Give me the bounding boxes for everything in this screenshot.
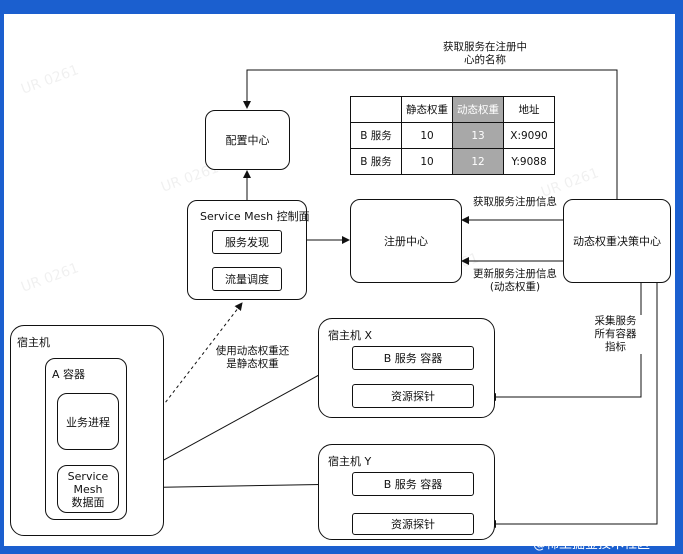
table-cell: 12 <box>452 148 504 175</box>
business-process-label: 业务进程 <box>66 415 110 429</box>
data-plane-label-line: Service <box>67 469 109 483</box>
edge-label-line: 更新服务注册信息 <box>473 268 557 280</box>
table-row: B 服务 10 13 X:9090 <box>350 122 555 149</box>
data-plane-node: Service Mesh 数据面 <box>57 465 119 513</box>
edge-label-line: 获取服务在注册中 <box>443 41 527 53</box>
edge-label-line: 所有容器 <box>594 328 637 340</box>
config-center-label: 配置中心 <box>225 134 270 147</box>
edge-label-line: 指标 <box>605 341 626 353</box>
table-header-cell: 地址 <box>503 96 555 123</box>
edge-label-line: 获取服务注册信息 <box>473 196 557 208</box>
table-header-cell <box>350 96 402 123</box>
data-plane-label-line: 数据面 <box>71 495 105 509</box>
table-cell: 10 <box>401 122 453 149</box>
edge-label-collect-metrics: 采集服务 所有容器 指标 <box>588 315 643 354</box>
edge-label-line: 采集服务 <box>594 315 637 327</box>
table-cell: 10 <box>401 148 453 175</box>
weight-table: 静态权重 动态权重 地址 B 服务 10 13 X:9090 B 服务 10 1… <box>350 96 555 175</box>
table-header-row: 静态权重 动态权重 地址 <box>350 96 555 123</box>
table-header-cell: 静态权重 <box>401 96 453 123</box>
edge-label-get-registry-info: 获取服务注册信息 <box>470 196 560 209</box>
service-discovery-node: 服务发现 <box>212 230 282 254</box>
registry-node: 注册中心 <box>350 199 462 283</box>
host-x-service-container: B 服务 容器 <box>352 346 474 370</box>
arrow-collect-y <box>488 283 658 528</box>
edge-label-line: 是静态权重 <box>226 358 279 370</box>
table-cell: 13 <box>452 122 504 149</box>
table-cell: X:9090 <box>503 122 555 149</box>
decision-center-node: 动态权重决策中心 <box>563 199 671 283</box>
traffic-scheduling-node: 流量调度 <box>212 267 282 291</box>
arrow-dataplane-to-mesh <box>117 302 243 465</box>
table-cell: Y:9088 <box>503 148 555 175</box>
host-y-title: 宿主机 Y <box>328 455 372 468</box>
host-x-service-label: B 服务 容器 <box>383 352 443 365</box>
data-plane-label-line: Mesh <box>73 482 103 496</box>
table-row: B 服务 10 12 Y:9088 <box>350 148 555 175</box>
traffic-scheduling-label: 流量调度 <box>225 273 269 286</box>
juejin-watermark: @稀土掘金技术社区 <box>533 537 651 552</box>
business-process-node: 业务进程 <box>57 393 119 450</box>
arrow-decision-to-config <box>243 69 618 200</box>
table-cell: B 服务 <box>350 148 402 175</box>
edge-label-line: 心的名称 <box>464 54 506 66</box>
host-y-probe: 资源探针 <box>352 513 474 535</box>
host-x-probe-label: 资源探针 <box>391 390 435 403</box>
host-y-probe-label: 资源探针 <box>391 518 435 531</box>
table-header-cell: 动态权重 <box>452 96 504 123</box>
config-center-node: 配置中心 <box>205 110 290 170</box>
edge-label-line: (动态权重) <box>489 281 541 293</box>
mesh-control-title: Service Mesh 控制面 <box>200 210 310 223</box>
edge-label-use-weight: 使用动态权重还 是静态权重 <box>205 345 300 371</box>
table-cell: B 服务 <box>350 122 402 149</box>
edge-label-line: 使用动态权重还 <box>215 345 290 357</box>
edge-label-update-registry-info: 更新服务注册信息 (动态权重) <box>468 268 562 294</box>
registry-label: 注册中心 <box>384 235 428 248</box>
service-discovery-label: 服务发现 <box>225 236 269 249</box>
host-title: 宿主机 <box>17 336 50 349</box>
host-y-service-container: B 服务 容器 <box>352 472 474 496</box>
host-x-probe: 资源探针 <box>352 384 474 408</box>
container-a-title: A 容器 <box>52 368 86 381</box>
host-y-service-label: B 服务 容器 <box>383 478 443 491</box>
decision-center-label: 动态权重决策中心 <box>573 235 661 248</box>
edge-label-get-names: 获取服务在注册中 心的名称 <box>430 41 540 67</box>
host-x-title: 宿主机 X <box>328 329 373 342</box>
